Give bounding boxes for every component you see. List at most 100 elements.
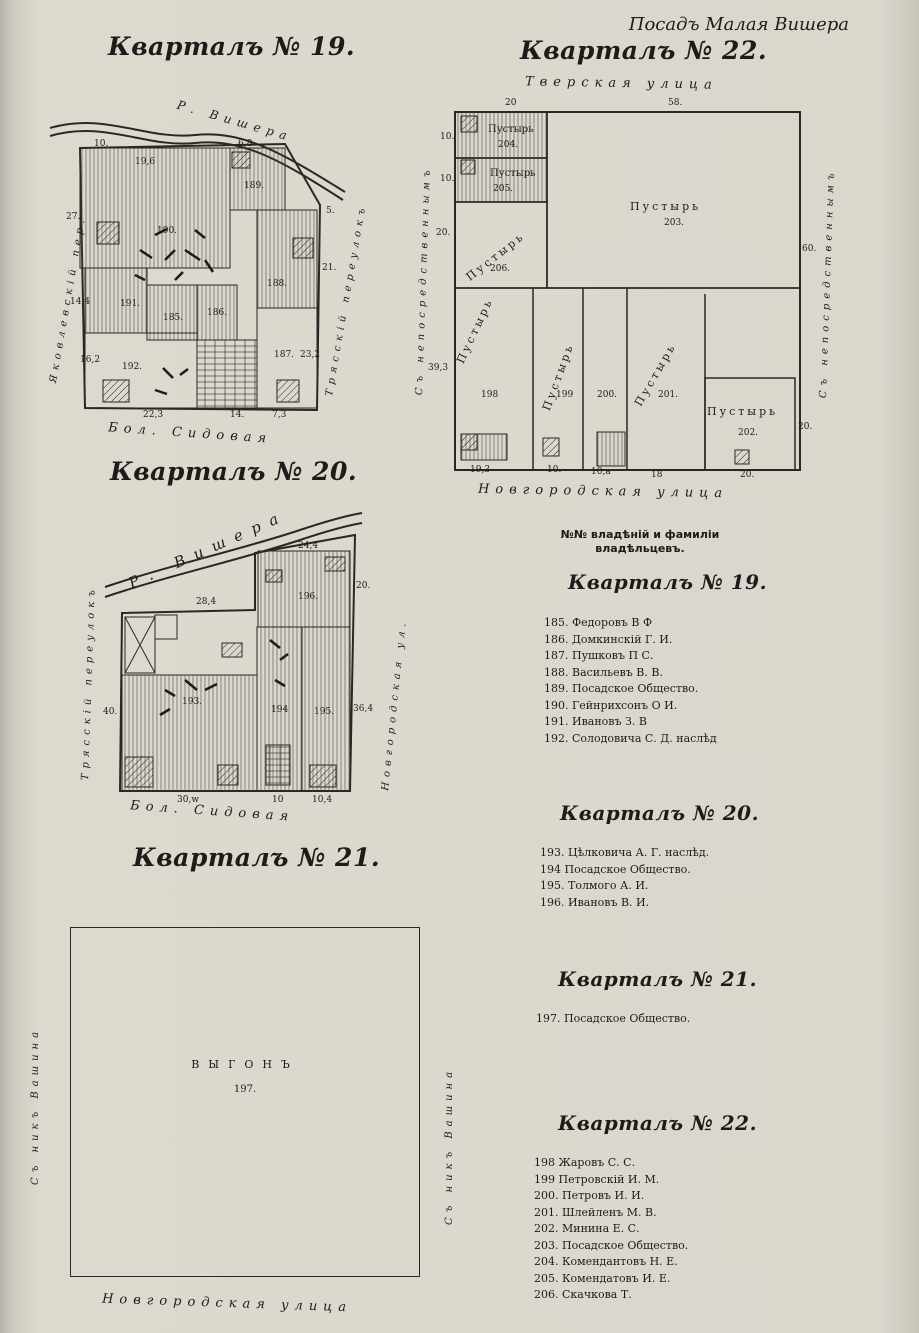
list-item: 205. Комендатовъ И. Е.	[534, 1271, 671, 1285]
list-item: 191. Ивановъ З. В	[544, 715, 647, 728]
list-item: 185. Федоровъ В Ф	[544, 616, 653, 629]
lot-186: 186.	[207, 308, 228, 318]
street-left: Трясскій переулокъ	[80, 584, 98, 781]
list-item: 192. Солодовича С. Д. наслѣд	[544, 731, 717, 745]
lot-num: 204.	[498, 140, 519, 150]
street-bottom: Новгородская улица	[101, 1291, 353, 1316]
list-item: 201. Шлейленъ М. В.	[534, 1205, 657, 1219]
list-item: 194 Посадское Общество.	[540, 862, 691, 876]
legend-section-title: Кварталъ № 19.	[568, 570, 768, 594]
lot-num: 200.	[597, 390, 618, 400]
list-item: 193. Цѣлковича А. Г. наслѣд.	[540, 846, 710, 859]
map-block-21: ВЫГОНЪ 197.	[70, 927, 420, 1277]
dim: 20	[505, 98, 517, 108]
owner-list-19: 185. Федоровъ В Ф 186. Домкинскій Г. И. …	[544, 615, 717, 747]
side-right: Съ никъ Вашина	[444, 1066, 455, 1225]
list-item: 190. Гейнрихсонъ О И.	[544, 698, 678, 712]
lot-num: 205.	[493, 184, 514, 194]
list-item: 188. Васильевъ В. В.	[544, 665, 663, 679]
lot-name: Пустырь	[707, 405, 779, 418]
dim: 10,a	[591, 467, 611, 477]
street-bottom: Новгородская улица	[477, 481, 729, 502]
list-item: 199 Петровскій И. М.	[534, 1172, 660, 1186]
lot-num: 206.	[490, 264, 511, 274]
list-item: 200. Петровъ И. И.	[534, 1189, 645, 1202]
legend-section-title: Кварталъ № 22.	[558, 1111, 758, 1135]
dim: 10.	[440, 132, 455, 142]
dim: 39,3	[428, 363, 449, 373]
list-item: 204. Комендантовъ Н. Е.	[534, 1255, 678, 1268]
lot-194: 194	[271, 705, 289, 715]
dim: 14.	[230, 410, 245, 420]
dim: 40.	[103, 707, 118, 717]
block-19-title: Кварталъ № 19.	[108, 32, 356, 61]
block-20-title: Кварталъ № 20.	[110, 457, 358, 486]
side-left: Съ непосредственнымъ	[414, 165, 434, 396]
map-22-drawing	[454, 111, 801, 471]
dim: 23,2	[300, 350, 321, 360]
dim: 24,4	[298, 541, 319, 551]
owner-list-20: 193. Цѣлковича А. Г. наслѣд. 194 Посадск…	[540, 845, 709, 911]
block-21-title: Кварталъ № 21.	[133, 843, 381, 872]
dim: 10.	[547, 465, 562, 475]
dim: 5.	[326, 206, 335, 216]
block-22-title: Кварталъ № 22.	[520, 36, 768, 65]
side-right: Съ непосредственнымъ	[818, 168, 838, 399]
dim: 14,4	[70, 297, 91, 307]
lot-188: 188.	[267, 279, 288, 289]
lot-197: 197.	[233, 1084, 257, 1095]
list-item: 206. Скачкова Т.	[534, 1288, 632, 1301]
lot-name: Пустырь	[630, 200, 702, 213]
lot-name: Пустырь	[490, 168, 536, 179]
dim: 16,2	[80, 355, 101, 365]
lot-193: 193.	[182, 697, 203, 707]
dim: 19,6	[135, 157, 156, 167]
running-title: Посадъ Малая Вишера	[628, 14, 849, 35]
dim: 7,3	[272, 410, 287, 420]
lot-187: 187.	[274, 350, 295, 360]
lot-name: Пустырь	[488, 124, 534, 135]
dim: 36,4	[353, 704, 374, 714]
street-bottom: Бол. Сидовая	[129, 798, 295, 825]
list-item: 186. Домкинскій Г. И.	[544, 632, 673, 646]
legend-section-title: Кварталъ № 21.	[558, 967, 758, 991]
dim: 60.	[802, 244, 817, 254]
dim: 20.	[798, 422, 813, 432]
list-item: 197. Посадское Общество.	[536, 1012, 691, 1025]
lot-189: 189.	[244, 181, 265, 191]
lot-num: 203.	[664, 218, 685, 228]
owner-list-22: 198 Жаровъ С. С. 199 Петровскій И. М. 20…	[534, 1155, 688, 1304]
map-20-drawing	[104, 512, 363, 792]
legend-section-title: Кварталъ № 20.	[560, 801, 760, 825]
pasture-label: ВЫГОНЪ	[191, 1058, 299, 1071]
side-left: Съ никъ Вашина	[30, 1026, 41, 1185]
lot-185: 185.	[163, 313, 184, 323]
list-item: 198 Жаровъ С. С.	[534, 1156, 636, 1169]
dim: 10.	[440, 174, 455, 184]
lot-195: 195.	[314, 707, 335, 717]
dim: 20.	[436, 228, 451, 238]
list-item: 202. Минина Е. С.	[534, 1222, 640, 1235]
lot-num: 201.	[658, 390, 679, 400]
dim: 18	[651, 470, 663, 480]
lot-num: 198	[481, 390, 499, 400]
owner-list-21: 197. Посадское Общество.	[536, 1011, 690, 1028]
dim: 20.	[740, 470, 755, 480]
list-item: 203. Посадское Общество.	[534, 1238, 689, 1252]
dim: 10	[272, 795, 284, 805]
dim: 6,8	[238, 139, 253, 149]
list-item: 195. Толмого А. И.	[540, 879, 649, 892]
lot-192: 192.	[122, 362, 143, 372]
list-item: 196. Ивановъ В. И.	[540, 895, 650, 909]
dim: 27.	[66, 212, 81, 222]
lot-num: 202.	[738, 428, 759, 438]
lot-190: 190.	[157, 226, 178, 236]
lot-num: 199	[556, 390, 574, 400]
dim: 19,3	[470, 465, 491, 475]
street-right: Новгородская ул.	[380, 617, 410, 792]
legend-title: №№ владѣній и фамиліи владѣльцевъ.	[560, 528, 720, 555]
list-item: 189. Посадское Общество.	[544, 682, 699, 695]
list-item: 187. Пушковъ П С.	[544, 649, 654, 662]
dim: 20.	[356, 581, 371, 591]
